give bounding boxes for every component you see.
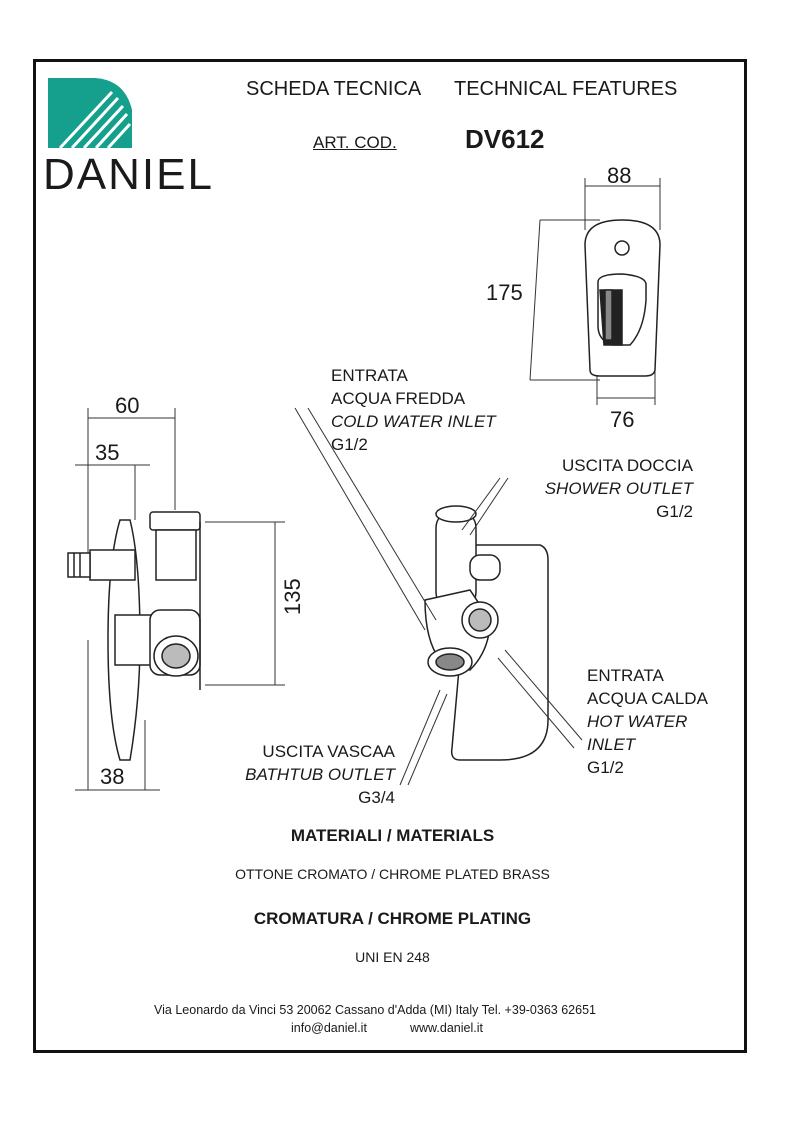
sheet-frame bbox=[33, 59, 747, 1053]
callout-hot-water: ENTRATA ACQUA CALDA HOT WATER INLET G1/2 bbox=[587, 664, 708, 779]
dim-body-total: 60 bbox=[115, 393, 140, 418]
callout-hot-en1: HOT WATER bbox=[587, 712, 688, 731]
callout-bath-en: BATHTUB OUTLET bbox=[245, 765, 395, 784]
materials-value: OTTONE CROMATO / CHROME PLATED BRASS bbox=[235, 866, 550, 882]
title-en: TECHNICAL FEATURES bbox=[454, 78, 678, 100]
callout-cold-water: ENTRATA ACQUA FREDDA COLD WATER INLET G1… bbox=[331, 364, 496, 456]
callout-cold-size: G1/2 bbox=[331, 435, 368, 454]
perspective-body bbox=[424, 505, 549, 761]
dim-plate-width: 88 bbox=[607, 163, 632, 188]
dim-body-base: 38 bbox=[100, 764, 125, 789]
plating-value: UNI EN 248 bbox=[355, 949, 430, 965]
callout-shower: USCITA DOCCIA SHOWER OUTLET G1/2 bbox=[528, 454, 693, 523]
footer-email[interactable]: info@daniel.it bbox=[291, 1021, 367, 1035]
art-code: DV612 bbox=[465, 124, 545, 154]
callout-bathtub: USCITA VASCAA BATHTUB OUTLET G3/4 bbox=[225, 740, 395, 809]
callout-cold-l1: ENTRATA bbox=[331, 366, 408, 385]
callout-cold-l2: ACQUA FREDDA bbox=[331, 389, 466, 408]
dim-plate-height: 175 bbox=[486, 280, 523, 305]
callout-cold-en: COLD WATER INLET bbox=[331, 412, 496, 431]
art-label: ART. COD. bbox=[313, 133, 397, 152]
callout-bath-size: G3/4 bbox=[358, 788, 395, 807]
callout-shower-l1: USCITA DOCCIA bbox=[562, 456, 693, 475]
callout-hot-l2: ACQUA CALDA bbox=[587, 689, 708, 708]
cover-plate-view bbox=[584, 219, 661, 377]
callout-hot-en2: INLET bbox=[587, 735, 636, 754]
footer-web[interactable]: www.daniel.it bbox=[410, 1021, 483, 1035]
dimension-lines bbox=[75, 178, 661, 791]
side-view-body bbox=[67, 511, 201, 761]
callout-hot-l1: ENTRATA bbox=[587, 666, 664, 685]
brand-name: DANIEL bbox=[43, 150, 214, 199]
callout-bath-l1: USCITA VASCAA bbox=[262, 742, 395, 761]
daniel-logo-icon bbox=[48, 78, 132, 150]
callout-shower-size: G1/2 bbox=[656, 502, 693, 521]
footer-address: Via Leonardo da Vinci 53 20062 Cassano d… bbox=[154, 1003, 596, 1017]
dim-body-height: 135 bbox=[280, 578, 305, 615]
materials-title: MATERIALI / MATERIALS bbox=[290, 826, 495, 845]
callout-shower-en: SHOWER OUTLET bbox=[544, 479, 693, 498]
callout-hot-size: G1/2 bbox=[587, 758, 624, 777]
dim-body-inner: 35 bbox=[95, 440, 120, 465]
dim-plate-lower: 76 bbox=[610, 407, 635, 432]
leader-lines bbox=[294, 407, 583, 786]
plating-title: CROMATURA / CHROME PLATING bbox=[253, 909, 532, 928]
title-it: SCHEDA TECNICA bbox=[246, 78, 422, 100]
